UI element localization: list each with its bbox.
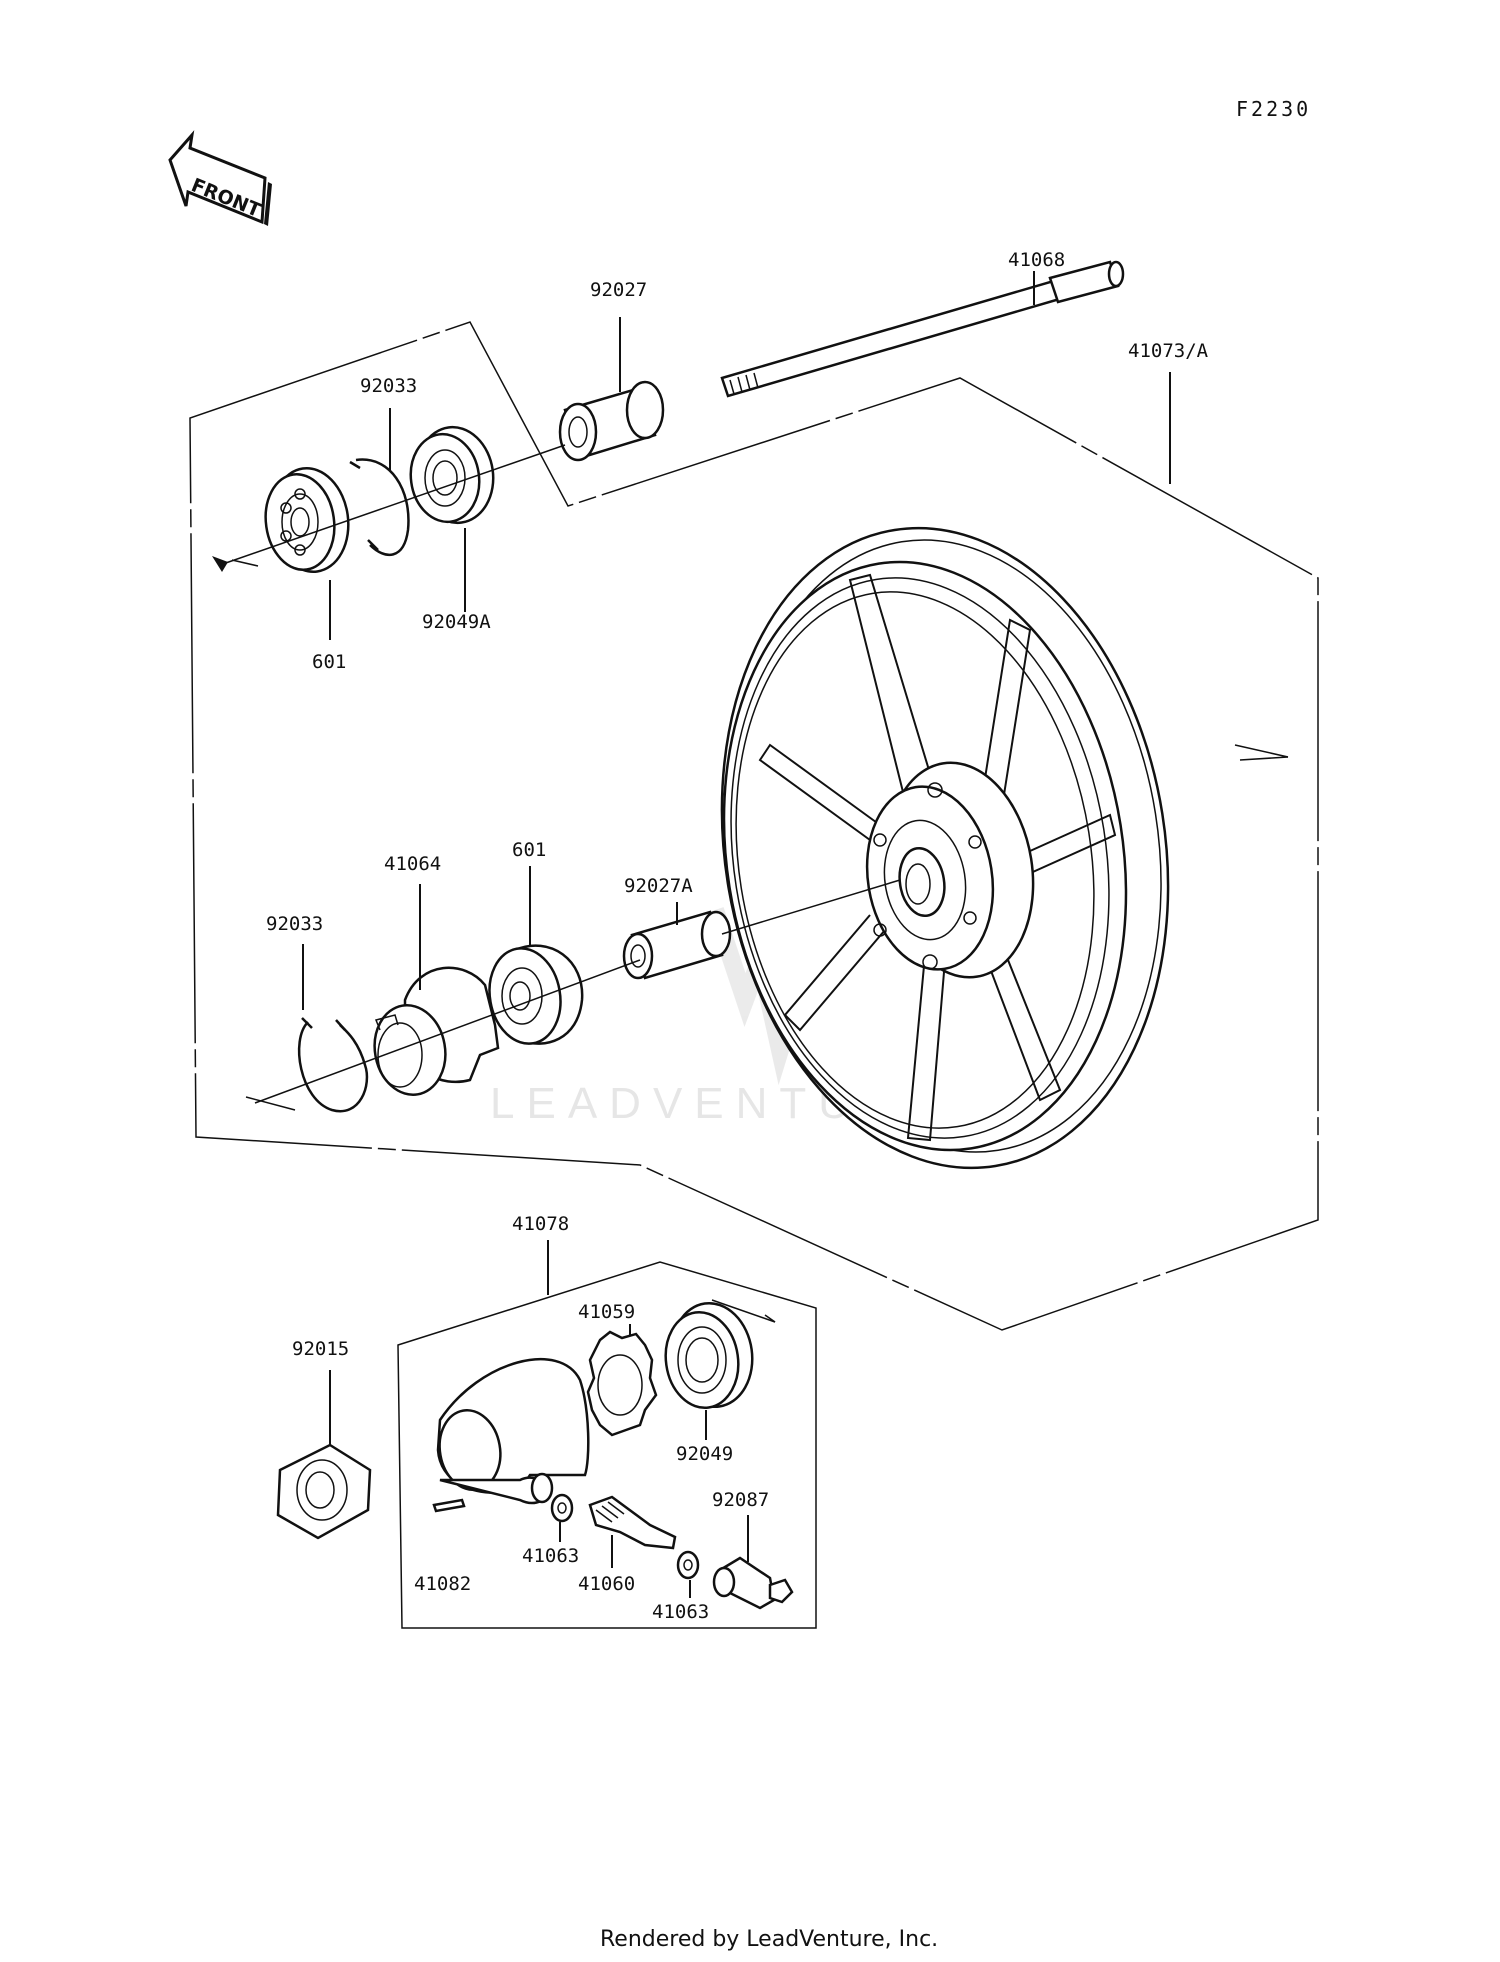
label-41063-b: 41063 <box>652 1601 709 1623</box>
label-41082: 41082 <box>414 1573 471 1595</box>
label-92015: 92015 <box>292 1338 349 1360</box>
pinion-41060 <box>588 1495 677 1568</box>
gearbox-41078 <box>436 1240 590 1505</box>
spacer-92027 <box>558 317 665 462</box>
bearing-601-mid <box>488 866 584 1045</box>
label-92049: 92049 <box>676 1443 733 1465</box>
footer-credit: Rendered by LeadVenture, Inc. <box>600 1927 938 1952</box>
circlip-92033-top <box>349 408 410 557</box>
label-41073A: 41073/A <box>1128 340 1209 362</box>
nut-92015 <box>276 1370 372 1540</box>
label-92087: 92087 <box>712 1489 769 1511</box>
label-41064: 41064 <box>384 853 441 875</box>
oil-seal-92049A <box>409 425 495 612</box>
label-41059: 41059 <box>578 1301 635 1323</box>
wheel-41073A <box>720 372 1171 1170</box>
label-92027A: 92027A <box>624 875 693 897</box>
label-41078: 41078 <box>512 1213 569 1235</box>
label-41060: 41060 <box>578 1573 635 1595</box>
label-92049A: 92049A <box>422 611 491 633</box>
label-601-mid: 601 <box>512 839 546 861</box>
label-92027: 92027 <box>590 279 647 301</box>
washer-41063-a <box>550 1493 574 1542</box>
label-41068: 41068 <box>1008 249 1065 271</box>
fitting-92087 <box>712 1515 794 1610</box>
hub-assembly-bracket <box>397 1261 817 1629</box>
direction-arrow-right <box>1234 744 1289 761</box>
label-92033-top: 92033 <box>360 375 417 397</box>
label-601-top: 601 <box>312 651 346 673</box>
main-assembly-bracket <box>189 321 1319 1331</box>
axle-41068 <box>720 260 1125 398</box>
front-arrow-icon: FRONT <box>168 130 272 226</box>
figure-id: F2230 <box>1236 97 1311 121</box>
label-92033-mid: 92033 <box>266 913 323 935</box>
axis-line-mid <box>245 959 641 1111</box>
seal-92049 <box>664 1299 776 1440</box>
spacer-92027A <box>622 879 901 980</box>
plate-41064 <box>373 884 500 1096</box>
bearing-601-top <box>264 466 350 640</box>
axis-line-top <box>212 444 566 572</box>
gear-41059 <box>586 1324 658 1437</box>
pin-41082 <box>432 1498 466 1513</box>
washer-41063-b <box>676 1550 700 1598</box>
label-41063-a: 41063 <box>522 1545 579 1567</box>
circlip-92033-mid <box>297 944 369 1113</box>
